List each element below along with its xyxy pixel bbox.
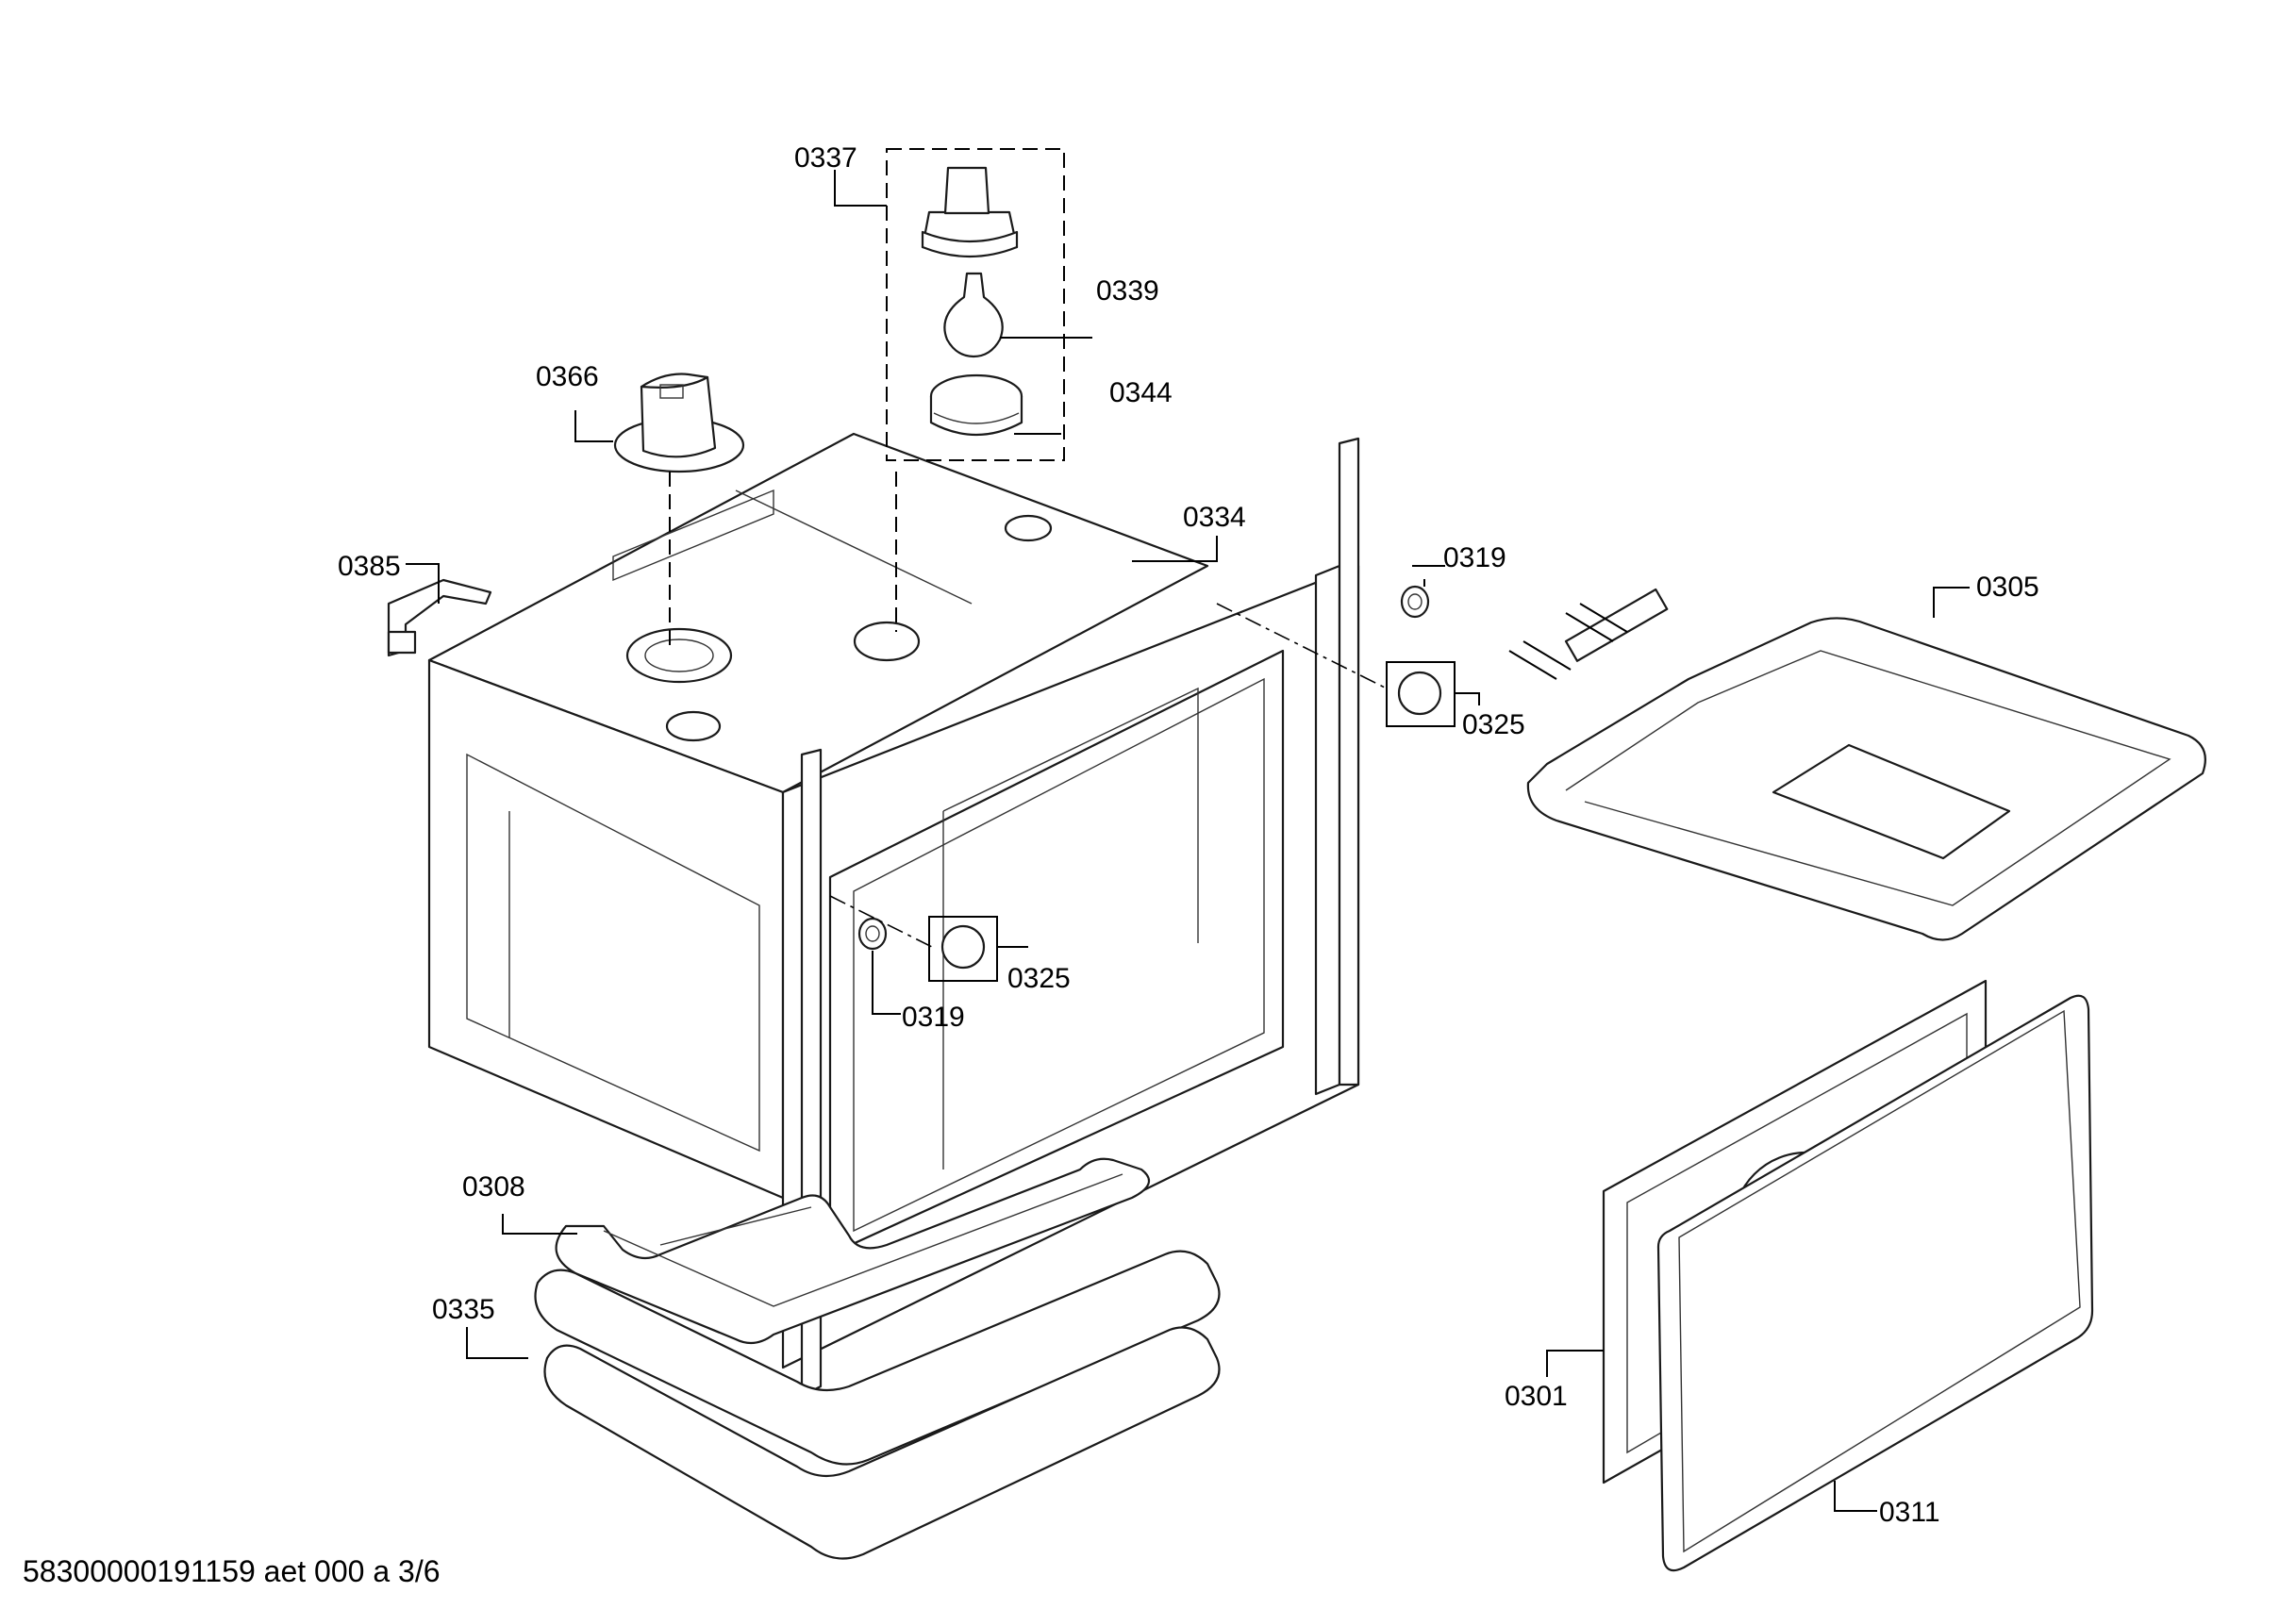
label-0334: 0334 xyxy=(1183,502,1246,533)
label-0301: 0301 xyxy=(1505,1381,1568,1412)
oven-cavity-part xyxy=(427,432,1360,1398)
door-seal-part xyxy=(1656,994,2094,1572)
label-0305: 0305 xyxy=(1976,572,2039,603)
lamp-assembly-part xyxy=(886,148,1065,461)
label-0311: 0311 xyxy=(1879,1497,1940,1528)
label-0325-a: 0325 xyxy=(1462,709,1525,740)
label-0335: 0335 xyxy=(432,1294,495,1325)
insulation-mat-part xyxy=(534,1250,1221,1560)
spacer-part-a xyxy=(1400,585,1430,619)
cap-part-b xyxy=(928,916,998,982)
bracket-part xyxy=(387,578,492,657)
label-0319-a: 0319 xyxy=(1443,542,1506,573)
cap-part-a xyxy=(1386,661,1456,727)
bottom-heater-part xyxy=(555,1157,1151,1345)
label-0385: 0385 xyxy=(338,551,401,582)
label-0308: 0308 xyxy=(462,1171,525,1203)
label-0325-b: 0325 xyxy=(1007,963,1071,994)
spacer-part-b xyxy=(857,917,888,951)
leader-lines xyxy=(406,170,1970,1512)
label-0339: 0339 xyxy=(1096,275,1159,307)
label-0337: 0337 xyxy=(794,142,857,174)
document-code: 58300000191159 aet 000 a 3/6 xyxy=(23,1554,441,1588)
part-labels: 0337 0339 0344 0366 0334 0385 0319 0305 … xyxy=(338,142,2039,1528)
sensor-housing-part xyxy=(613,373,745,473)
assembly-lines xyxy=(669,472,1388,949)
label-0319-b: 0319 xyxy=(902,1002,965,1033)
label-0366: 0366 xyxy=(536,361,599,392)
grill-heater-part xyxy=(1508,588,2206,941)
label-0344: 0344 xyxy=(1109,377,1173,408)
